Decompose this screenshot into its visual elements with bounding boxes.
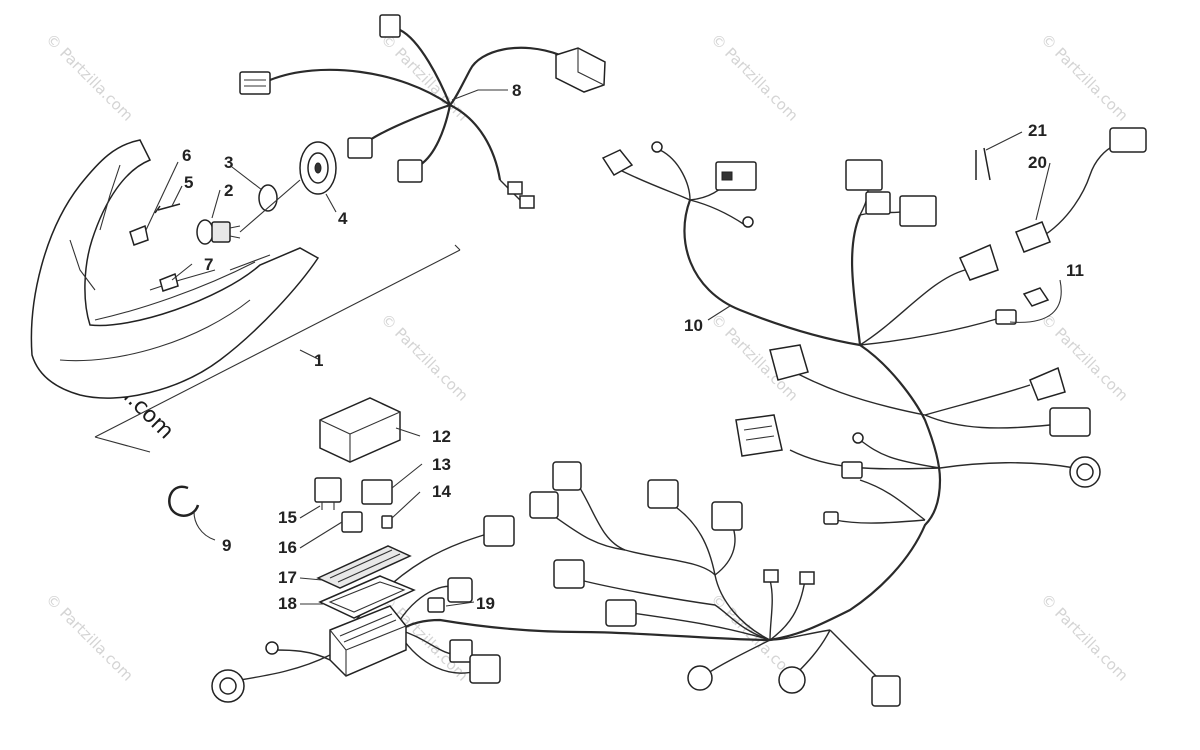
watermark: © Partzilla.com bbox=[377, 310, 472, 405]
fuse bbox=[381, 515, 393, 529]
headlight-bulb bbox=[196, 219, 241, 245]
callout-3: 3 bbox=[224, 153, 233, 172]
round-connector bbox=[211, 669, 245, 703]
fuse-box-gasket bbox=[318, 575, 416, 619]
connector bbox=[601, 149, 634, 176]
relay bbox=[341, 511, 363, 533]
clip-6 bbox=[129, 224, 149, 246]
ground-ring-terminal bbox=[852, 432, 864, 444]
connector bbox=[995, 309, 1017, 325]
connector bbox=[845, 159, 883, 191]
connector bbox=[447, 577, 473, 603]
callout-8: 8 bbox=[512, 81, 521, 100]
watermark: © Partzilla.com bbox=[42, 30, 137, 125]
connector bbox=[799, 571, 815, 585]
connector bbox=[605, 599, 637, 627]
leader-lines bbox=[145, 89, 1062, 607]
callout-19: 19 bbox=[476, 594, 495, 613]
relay bbox=[361, 479, 393, 505]
callout-labels: 1 2 3 4 5 6 7 8 9 10 11 12 13 14 15 16 1… bbox=[182, 81, 1084, 613]
connector bbox=[899, 195, 937, 227]
switch bbox=[1015, 127, 1147, 253]
connector bbox=[239, 71, 271, 95]
round-connector bbox=[1069, 456, 1101, 488]
ground-ring-terminal bbox=[265, 641, 279, 655]
connector bbox=[553, 559, 585, 589]
connector bbox=[841, 461, 863, 479]
connector bbox=[865, 191, 891, 215]
callout-12: 12 bbox=[432, 427, 451, 446]
callout-11: 11 bbox=[1066, 261, 1084, 280]
connector bbox=[529, 491, 559, 519]
callout-20: 20 bbox=[1028, 153, 1047, 172]
connector bbox=[823, 511, 839, 525]
callout-16: 16 bbox=[278, 538, 297, 557]
dust-boot bbox=[299, 141, 337, 195]
cable-tie bbox=[975, 147, 991, 181]
wire-tie-clamp bbox=[168, 485, 200, 517]
connector bbox=[959, 243, 999, 281]
callout-bracket-1 bbox=[94, 244, 461, 453]
ground-ring-terminal bbox=[742, 216, 754, 228]
round-connector bbox=[778, 666, 806, 694]
connector bbox=[469, 654, 501, 684]
headlight-housing bbox=[30, 139, 320, 399]
headlight-harness bbox=[239, 14, 606, 209]
fuse-box-cover bbox=[319, 397, 401, 463]
callout-15: 15 bbox=[278, 508, 297, 527]
callout-18: 18 bbox=[278, 594, 297, 613]
connector bbox=[379, 14, 401, 38]
ground-ring-terminal bbox=[651, 141, 663, 153]
fuse-label bbox=[316, 545, 412, 589]
watermark: © Partzilla.com bbox=[1037, 590, 1132, 685]
callout-7: 7 bbox=[204, 255, 213, 274]
connector bbox=[735, 414, 783, 457]
watermark: © Partzilla.com bbox=[1037, 30, 1132, 125]
connector bbox=[871, 675, 901, 707]
connector bbox=[763, 569, 779, 583]
connector bbox=[483, 515, 515, 547]
screw-5 bbox=[154, 203, 181, 214]
callout-5: 5 bbox=[184, 173, 193, 192]
relay bbox=[314, 477, 342, 510]
connector-plug bbox=[1022, 287, 1050, 307]
callout-10: 10 bbox=[684, 316, 703, 335]
callout-21: 21 bbox=[1028, 121, 1047, 140]
connector bbox=[552, 461, 582, 491]
watermark: © Partzilla.com bbox=[707, 30, 802, 125]
connector bbox=[711, 501, 743, 531]
callout-2: 2 bbox=[224, 181, 233, 200]
connector bbox=[347, 137, 373, 159]
connector bbox=[555, 47, 606, 93]
connector bbox=[397, 159, 423, 183]
connector bbox=[769, 344, 809, 381]
callout-1: 1 bbox=[314, 351, 323, 370]
connector bbox=[449, 639, 473, 663]
main-harness-connectors bbox=[211, 141, 1101, 707]
connector bbox=[1049, 407, 1091, 437]
watermark: © Partzilla.com bbox=[42, 590, 137, 685]
callout-9: 9 bbox=[222, 536, 231, 555]
callout-4: 4 bbox=[338, 209, 348, 228]
callout-6: 6 bbox=[182, 146, 191, 165]
connector bbox=[1029, 366, 1066, 401]
clip-7 bbox=[159, 272, 179, 292]
fuse-box bbox=[329, 605, 407, 677]
connector bbox=[715, 161, 757, 191]
callout-14: 14 bbox=[432, 482, 451, 501]
bulb-retaining-ring bbox=[258, 184, 278, 212]
connector bbox=[647, 479, 679, 509]
round-connector bbox=[687, 665, 713, 691]
connector bbox=[507, 181, 535, 209]
callout-17: 17 bbox=[278, 568, 297, 587]
callout-13: 13 bbox=[432, 455, 451, 474]
connector-plug bbox=[427, 597, 445, 613]
